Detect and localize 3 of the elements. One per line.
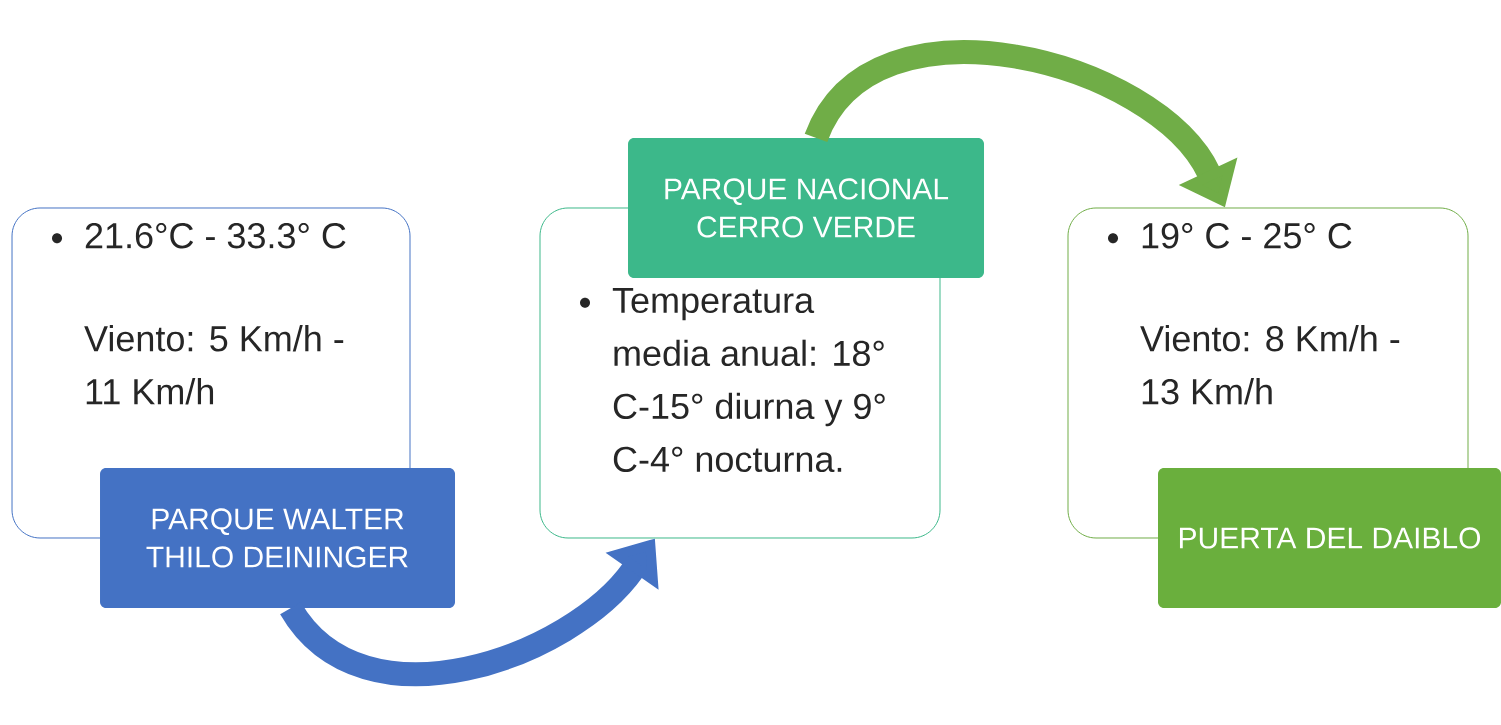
label-box: PUERTA DEL DAIBLO <box>1158 468 1501 608</box>
label-box: PARQUE WALTER THILO DEININGER <box>100 468 455 608</box>
label-box: PARQUE NACIONAL CERRO VERDE <box>628 138 984 278</box>
